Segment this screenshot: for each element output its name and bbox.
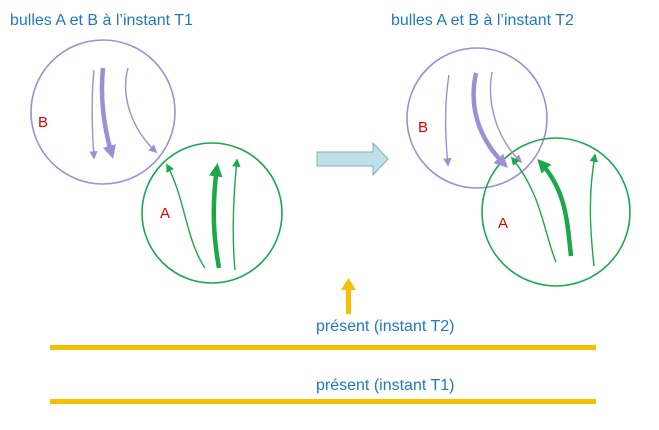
bubble-a-t2-thin-arrow-left xyxy=(510,156,557,263)
bubble-b-t2-thin-arrow-right xyxy=(489,71,523,164)
bubble-a-t1-thin-arrow-left xyxy=(166,163,206,269)
bubble-b-t2-thick-arrow xyxy=(471,72,508,168)
bubble-a-t1-thick-arrow xyxy=(209,162,223,269)
timeline-bar-t2 xyxy=(50,345,596,350)
bubble-b-t2-thin-arrow-left xyxy=(443,74,452,167)
label-a-t2: A xyxy=(498,215,509,232)
bubble-b-t1 xyxy=(30,39,176,185)
bubble-b-t1-thick-arrow xyxy=(99,67,116,159)
title-t1: bulles A et B à l’instant T1 xyxy=(10,12,193,29)
label-b-t2: B xyxy=(418,119,429,136)
label-a-t1: A xyxy=(160,205,171,222)
up-arrow-shaft xyxy=(346,288,351,314)
title-t2: bulles A et B à l’instant T2 xyxy=(391,12,574,29)
transition-arrow xyxy=(316,141,389,177)
up-arrow-icon xyxy=(341,278,356,290)
present-t2-label: présent (instant T2) xyxy=(316,318,455,335)
bubble-a-t1-thin-arrow-right xyxy=(232,158,241,271)
label-b-t1: B xyxy=(38,114,49,131)
bubble-a-t2 xyxy=(481,137,631,287)
present-t1-label: présent (instant T1) xyxy=(316,377,455,394)
bubble-b-t1-thin-arrow-left xyxy=(89,69,98,160)
bubble-b-t2 xyxy=(406,47,548,189)
bubble-b-t1-thin-arrow-right xyxy=(124,67,158,154)
bubble-a-t2-thin-arrow-right xyxy=(589,153,598,267)
timeline-bar-t1 xyxy=(50,399,596,404)
bubble-a-t1 xyxy=(141,142,283,284)
bubble-a-t2-thick-arrow xyxy=(537,159,574,257)
